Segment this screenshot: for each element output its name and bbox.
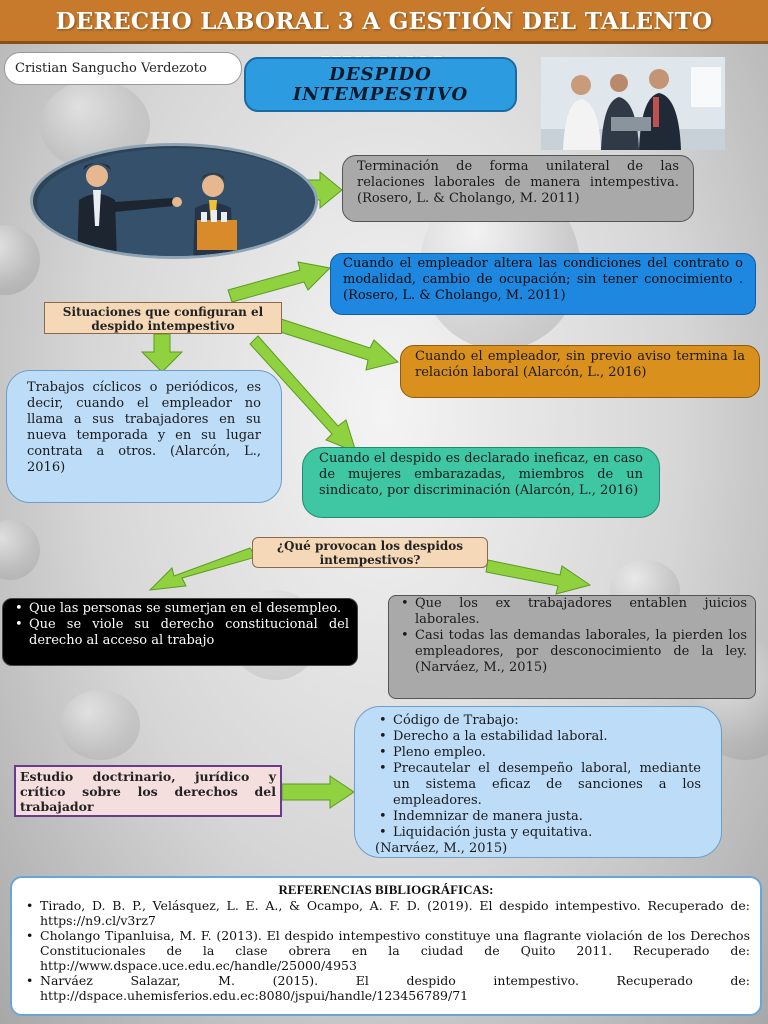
situacion-trabajos-ciclicos: Trabajos cíclicos o periódicos, es decir…	[6, 370, 282, 503]
reference-item: Cholango Tipanluisa, M. F. (2013). El de…	[26, 928, 750, 973]
list-item: Precautelar el desempeño laboral, median…	[379, 761, 701, 809]
list-item: Casi todas las demandas laborales, la pi…	[401, 628, 747, 676]
list-item: Que las personas se sumerjan en el desem…	[15, 601, 349, 617]
consecuencias-empleador-box: Que los ex trabajadores entablen juicios…	[388, 595, 756, 699]
citation: (Narváez, M., 2015)	[375, 841, 508, 856]
list-item: Pleno empleo.	[379, 745, 701, 761]
arrow-down-right	[273, 317, 400, 371]
office-people-icon	[541, 57, 725, 150]
boss-employee-illustration	[30, 143, 318, 259]
office-photo	[541, 57, 725, 150]
references-title: REFERENCIAS BIBLIOGRÁFICAS:	[278, 882, 494, 897]
list-item: Que los ex trabajadores entablen juicios…	[401, 596, 747, 628]
list-item: Derecho a la estabilidad laboral.	[379, 729, 701, 745]
arrow-right	[281, 775, 355, 809]
situacion-despido-ineficaz: Cuando el despido es declarado ineficaz,…	[302, 447, 660, 518]
pointing-boss-icon	[37, 148, 315, 256]
situacion-altera-condiciones: Cuando el empleador altera las condicion…	[330, 253, 756, 315]
list-item: Liquidación justa y equitativa.	[379, 825, 701, 841]
situacion-sin-previo-aviso: Cuando el empleador, sin previo aviso te…	[400, 345, 760, 398]
references-box: REFERENCIAS BIBLIOGRÁFICAS: Tirado, D. B…	[10, 876, 762, 1016]
consecuencias-trabajador-box: Que las personas se sumerjan en el desem…	[2, 598, 358, 666]
estudio-label: Estudio doctrinario, jurídico y crítico …	[14, 765, 282, 817]
reference-item: Tirado, D. B. P., Velásquez, L. E. A., &…	[26, 898, 750, 928]
list-item: Indemnizar de manera justa.	[379, 809, 701, 825]
author-name: Cristian Sangucho Verdezoto	[4, 52, 242, 85]
definition-box: Terminación de forma unilateral de las r…	[342, 155, 694, 222]
arrow-down-right	[485, 559, 592, 595]
arrow-down	[140, 333, 184, 373]
main-title-line1: DESPIDO	[329, 64, 432, 85]
arrow-down-left	[148, 547, 257, 591]
decorative-bubble	[60, 690, 140, 760]
derechos-list-box: Código de Trabajo: Derecho a la estabili…	[354, 706, 722, 858]
arrow-down-right-long	[249, 335, 357, 453]
main-title-box: DESPIDO INTEMPESTIVO	[244, 57, 517, 112]
main-title-line2: INTEMPESTIVO	[292, 84, 469, 105]
reference-item: Narváez Salazar, M. (2015). El despido i…	[26, 973, 750, 1003]
situaciones-label: Situaciones que configuran el despido in…	[44, 302, 282, 334]
list-item: Código de Trabajo:	[379, 713, 701, 729]
list-item: Que se viole su derecho constitucional d…	[15, 617, 349, 649]
provocan-label: ¿Qué provocan los despidos intempestivos…	[252, 537, 488, 568]
arrow-up-right	[227, 261, 332, 303]
page-title: DERECHO LABORAL 3 A GESTIÓN DEL TALENTO …	[0, 0, 768, 79]
